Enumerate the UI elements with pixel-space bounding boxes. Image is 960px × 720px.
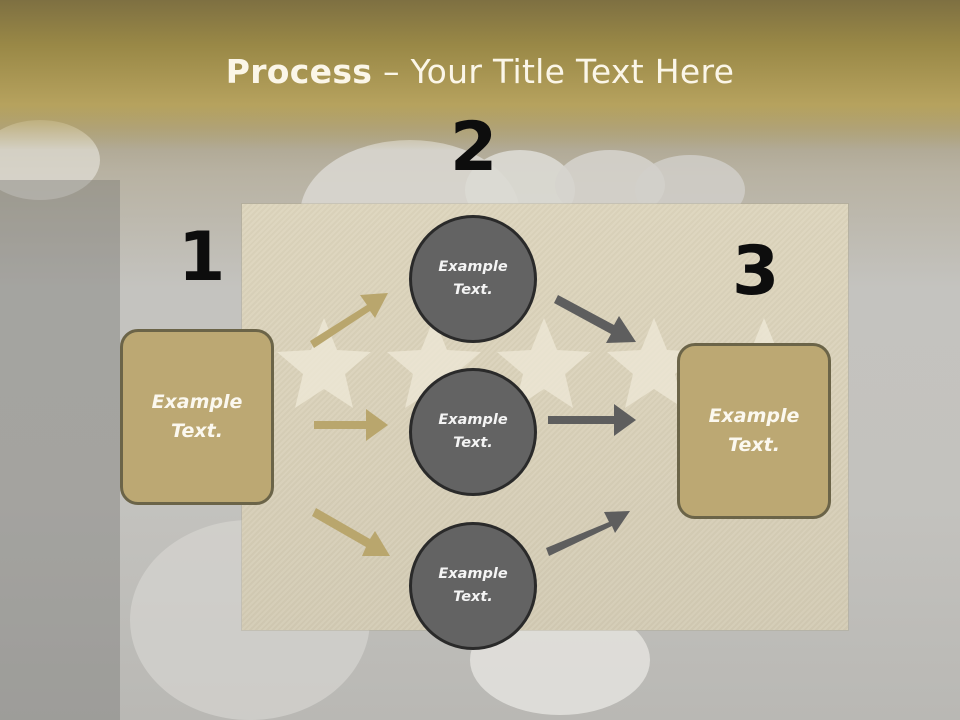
left-box-line1: Example: [151, 391, 243, 413]
circle-bottom-line2: Text.: [453, 589, 493, 605]
star-icon: [277, 318, 371, 408]
arrow-down-right-icon: [554, 295, 636, 343]
circle-middle-line2: Text.: [453, 435, 493, 451]
circle-middle-line1: Example: [438, 412, 508, 428]
arrow-right-icon: [548, 404, 636, 436]
process-circle-middle: Example Text.: [409, 368, 537, 496]
arrow-down-right-icon: [312, 508, 390, 556]
page-title: Process – Your Title Text Here: [0, 52, 960, 91]
circle-top-line2: Text.: [453, 282, 493, 298]
circle-bottom-line1: Example: [438, 566, 508, 582]
right-box-line1: Example: [708, 405, 800, 427]
title-bold: Process: [225, 52, 373, 91]
arrow-up-right-icon: [546, 511, 630, 556]
process-circle-top: Example Text.: [409, 215, 537, 343]
arrow-right-icon: [314, 409, 388, 441]
step-number-3: 3: [732, 232, 780, 311]
header-band: [0, 0, 960, 150]
left-box-line2: Text.: [171, 420, 223, 442]
process-circle-bottom: Example Text.: [409, 522, 537, 650]
circle-top-line1: Example: [438, 259, 508, 275]
title-rest: – Your Title Text Here: [372, 52, 735, 91]
left-process-box: Example Text.: [120, 329, 274, 505]
right-process-box: Example Text.: [677, 343, 831, 519]
right-box-line2: Text.: [728, 434, 780, 456]
arrow-up-right-icon: [310, 293, 388, 348]
star-icon: [497, 318, 591, 408]
step-number-1: 1: [178, 218, 226, 297]
step-number-2: 2: [450, 108, 498, 187]
